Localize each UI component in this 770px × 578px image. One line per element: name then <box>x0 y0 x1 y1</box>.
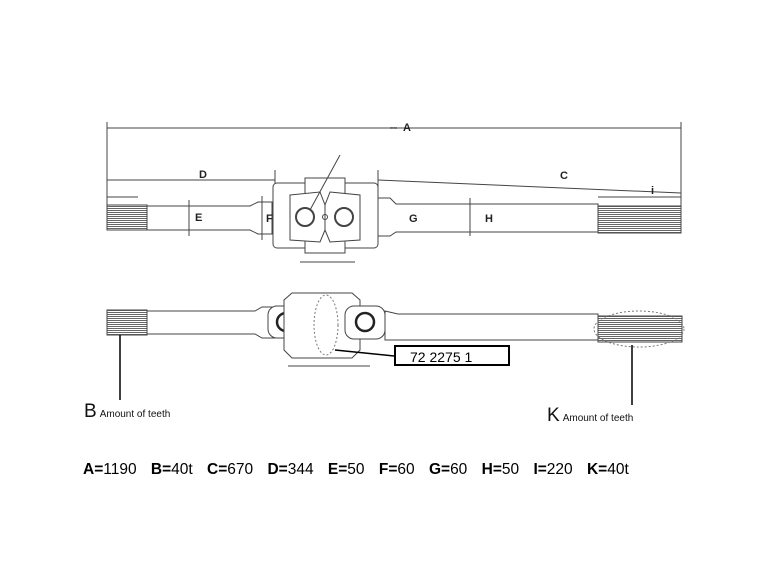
spec-e: E=50 <box>327 461 365 478</box>
right-splines <box>597 205 682 234</box>
center-yoke <box>283 292 361 359</box>
right-splines-side <box>597 315 683 343</box>
dim-label-e: E <box>195 212 202 224</box>
spec-k: K=40t <box>586 461 629 478</box>
right-shaft-side <box>384 310 599 341</box>
dim-label-h: H <box>485 213 493 225</box>
spec-h: H=50 <box>481 461 520 478</box>
spec-a: A=1190 <box>83 461 137 478</box>
callout-k-letter: K <box>547 405 560 426</box>
spec-c: C=670 <box>207 461 254 478</box>
dim-label-c: C <box>560 170 568 182</box>
dim-label-i: i <box>651 185 654 197</box>
part-leader-line <box>334 349 395 357</box>
left-splines-side <box>106 309 148 336</box>
dim-label-d: D <box>199 169 207 181</box>
spec-b: B=40t <box>150 461 193 478</box>
dim-label-f: F <box>266 213 273 225</box>
top-view <box>106 122 682 263</box>
callout-k-text: Amount of teeth <box>562 413 634 424</box>
dim-label-a: A <box>403 122 411 134</box>
left-bearing-circle <box>295 207 315 227</box>
spec-d: D=344 <box>267 461 314 478</box>
part-number-box: 72 2275 1 <box>394 345 510 366</box>
callout-b-letter: B <box>84 401 97 422</box>
spec-g: G=60 <box>428 461 468 478</box>
unit-a: mm <box>390 125 398 130</box>
teeth-highlight-ellipse <box>593 310 685 348</box>
callout-b-text: Amount of teeth <box>99 409 171 420</box>
side-view <box>106 292 685 405</box>
spec-i: I=220 <box>533 461 573 478</box>
left-splines <box>106 204 148 231</box>
spec-list: A=1190 B=40t C=670 D=344 E=50 F=60 G=60 … <box>83 461 629 479</box>
dim-line-c <box>377 179 682 194</box>
right-eye <box>344 305 386 340</box>
dim-label-g: G <box>409 213 418 225</box>
right-bearing-circle <box>334 207 354 227</box>
left-shaft <box>146 201 273 235</box>
spec-f: F=60 <box>378 461 415 478</box>
